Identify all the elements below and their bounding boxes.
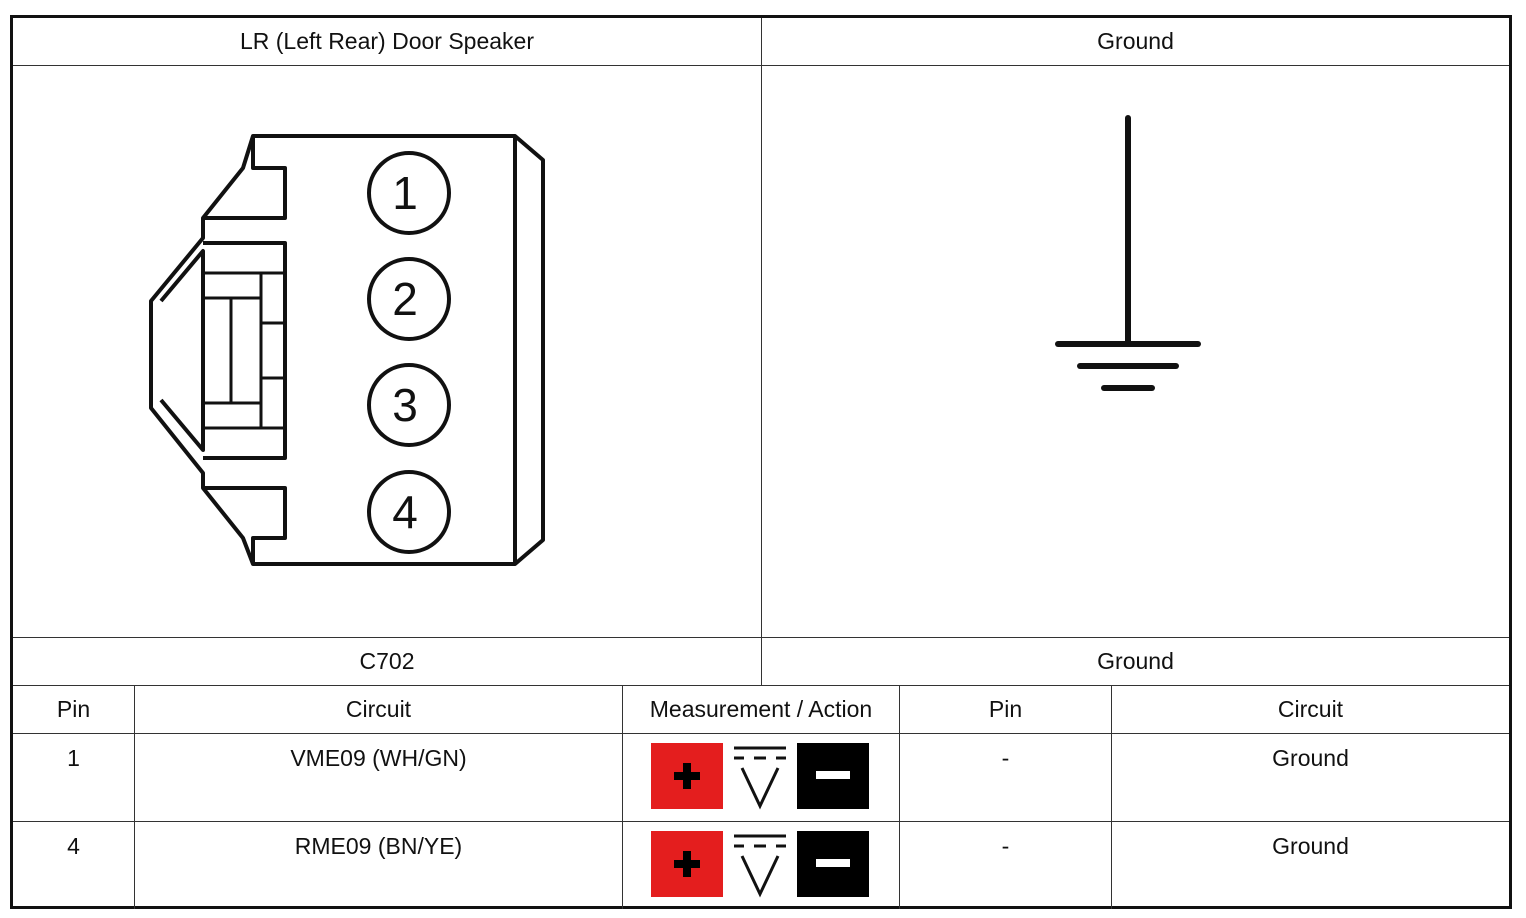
grid-line <box>13 685 1509 686</box>
grid-line <box>899 685 900 909</box>
col-header-circuit2: Circuit <box>1277 696 1344 722</box>
volt-dc-icon <box>723 831 797 898</box>
row-pin2: - <box>1001 833 1010 859</box>
grid-line <box>1111 685 1112 909</box>
row-pin: 1 <box>67 745 80 771</box>
diagram-frame: LR (Left Rear) Door Speaker Ground <box>10 15 1512 909</box>
voltmeter-icon <box>651 743 869 810</box>
grid-line <box>622 685 623 909</box>
negative-probe-icon <box>797 743 869 809</box>
voltmeter-icon <box>651 831 869 898</box>
col-header-pin: Pin <box>56 696 91 722</box>
positive-probe-icon <box>651 743 723 809</box>
row-pin2: - <box>1001 745 1010 771</box>
connector-title: LR (Left Rear) Door Speaker <box>239 28 534 54</box>
col-header-pin2: Pin <box>988 696 1023 722</box>
ground-id: Ground <box>1097 648 1174 674</box>
pin-number-3: 3 <box>392 379 418 431</box>
col-header-circuit: Circuit <box>345 696 412 722</box>
connector-id: C702 <box>359 648 415 674</box>
grid-line <box>13 821 1509 822</box>
row-pin: 4 <box>67 833 80 859</box>
row-circuit: VME09 (WH/GN) <box>290 745 467 771</box>
row-circuit: RME09 (BN/YE) <box>294 833 463 859</box>
row-circuit2: Ground <box>1272 745 1349 771</box>
col-header-measurement: Measurement / Action <box>649 696 873 722</box>
grid-line <box>134 685 135 909</box>
row-circuit2: Ground <box>1272 833 1349 859</box>
pin-number-1: 1 <box>392 167 418 219</box>
connector-face-drawing: 1 2 3 4 <box>149 134 545 566</box>
positive-probe-icon <box>651 831 723 897</box>
grid-line <box>13 733 1509 734</box>
volt-dc-icon <box>723 743 797 810</box>
pin-number-4: 4 <box>392 486 418 538</box>
grid-line <box>761 18 762 685</box>
negative-probe-icon <box>797 831 869 897</box>
ground-symbol-icon <box>1055 115 1201 391</box>
ground-title: Ground <box>1097 28 1174 54</box>
pin-number-2: 2 <box>392 273 418 325</box>
